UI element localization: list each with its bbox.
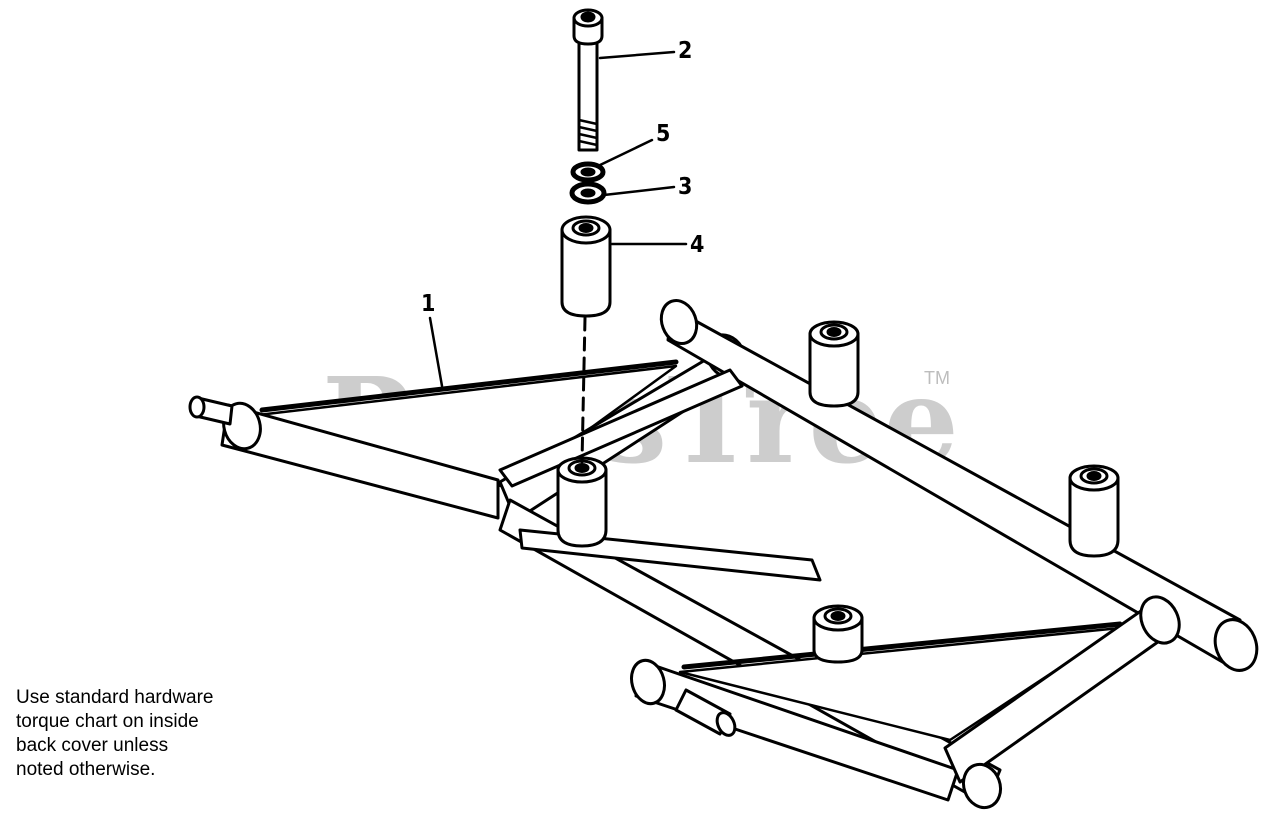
pivot-boss bbox=[556, 456, 608, 548]
torque-note: Use standard hardware torque chart on in… bbox=[16, 686, 316, 782]
leader-lines bbox=[428, 50, 688, 388]
frame-assembly bbox=[188, 8, 1259, 810]
leader-1 bbox=[428, 316, 444, 388]
part-4-spacer bbox=[560, 215, 612, 318]
part-3-washer bbox=[569, 181, 607, 205]
callout-4: 4 bbox=[690, 232, 704, 258]
leader-2 bbox=[598, 50, 676, 60]
front-axle-frame bbox=[630, 595, 1181, 810]
front-center-boss bbox=[812, 604, 864, 664]
callout-1: 1 bbox=[421, 291, 435, 317]
callout-5: 5 bbox=[656, 121, 670, 147]
part-5-lock-washer bbox=[570, 161, 606, 183]
rear-right-boss bbox=[808, 320, 860, 408]
leader-3 bbox=[602, 185, 676, 197]
note-line: torque chart on inside bbox=[16, 711, 199, 732]
note-line: back cover unless bbox=[16, 735, 169, 756]
note-line: Use standard hardware bbox=[16, 687, 214, 708]
assembly-center-line bbox=[580, 316, 587, 464]
callout-2: 2 bbox=[678, 38, 692, 64]
watermark-trademark: TM bbox=[924, 368, 950, 388]
callout-labels: 1 2 3 4 5 bbox=[421, 38, 704, 317]
post-bosses bbox=[556, 320, 1120, 664]
exploded-hardware bbox=[560, 8, 612, 318]
leader-5 bbox=[596, 138, 654, 168]
part-2-bolt bbox=[572, 8, 604, 152]
front-right-boss bbox=[1068, 464, 1120, 558]
callout-3: 3 bbox=[678, 174, 692, 200]
note-line: noted otherwise. bbox=[16, 759, 156, 780]
